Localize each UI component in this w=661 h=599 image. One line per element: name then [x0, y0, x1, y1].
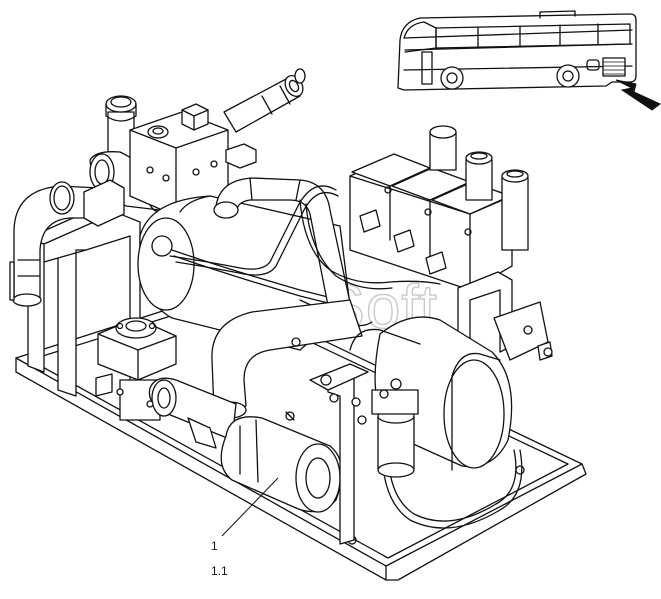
fittings	[116, 347, 553, 425]
callout-leader-line	[221, 477, 279, 537]
part-subnumber-label: 1.1	[211, 564, 228, 578]
part-number-label: 1	[211, 539, 218, 553]
filter-housings	[349, 125, 529, 291]
left-exhaust-elbow	[9, 181, 105, 307]
vertical-fuel-filter	[371, 378, 419, 478]
canister-filter	[220, 416, 343, 513]
fuel-hoses	[169, 185, 523, 529]
pump-flange	[95, 317, 177, 421]
bus-locator-inset	[397, 10, 661, 111]
top-valve-block	[129, 103, 257, 217]
top-pipe	[223, 68, 306, 133]
